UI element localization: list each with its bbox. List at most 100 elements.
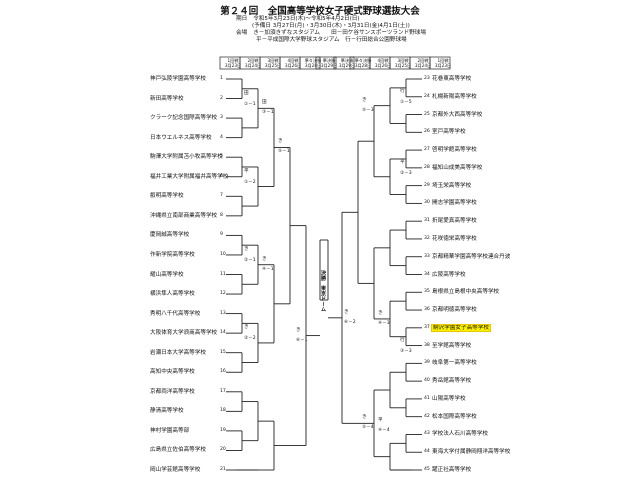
left-team-16: 高知中央高等学校 [150, 369, 195, 376]
left-team-21: 岡山学芸館高等学校 [150, 467, 201, 473]
left-seed-number: 18 [220, 408, 226, 414]
right-seed-number: 40 [424, 378, 430, 384]
left-team-14: 大阪体育大学浪商高等学校 [150, 330, 218, 337]
right-team-44: 東海大学付属静岡翔洋高等学校 [432, 449, 511, 456]
round-date: 3月23日 [224, 63, 242, 68]
right-team-45: 躍正社高等学校 [432, 467, 472, 473]
right-team-29: 埼玉栄高等学校 [432, 182, 472, 189]
round-name: 2回戦 [417, 58, 429, 63]
round-date: 3月24日 [414, 63, 432, 68]
left-team-12: 横浜隼人高等学校 [150, 291, 195, 298]
left-team-10: 作新学院高等学校 [150, 251, 195, 258]
round-name: 3回戦 [397, 58, 409, 63]
right-seed-number: 32 [424, 235, 430, 241]
match-label-l7: き [244, 325, 249, 331]
left-seed-number: 12 [220, 291, 226, 297]
venue-line-2: 平－平成国際大学野球スタジアム 行－行田総合公園野球場 [256, 37, 407, 43]
match-label-l4: ①－2 [244, 179, 256, 185]
match-label-r5: き [362, 97, 367, 103]
right-header-box-2 [369, 56, 391, 70]
period-label: 期日 [236, 16, 248, 22]
right-team-43: 学校法人石川高等学校 [432, 431, 488, 438]
round-name: 4回戦 [287, 58, 299, 63]
match-label-l12: ④－1 [262, 266, 274, 272]
left-team-15: 岩瀬日本大学高等学校 [150, 349, 206, 356]
venue-line-1: き－加須きずなスタジアム 田－田ケ谷サンスポーツランド野球場 [253, 30, 426, 36]
match-label-l5: き [244, 246, 249, 252]
right-team-25: 京都外大西高等学校 [432, 111, 483, 118]
round-date: 3月29日 [320, 63, 338, 68]
right-team-24: 札幌新陽高等学校 [432, 93, 477, 100]
left-team-1: 神戸弘陵学園高等学校 [150, 76, 206, 82]
right-team-36: 京都明徳高等学校 [432, 307, 477, 314]
match-label-r15: 平 [378, 417, 383, 423]
match-label-r11: き [378, 310, 383, 316]
round-name: 準々決勝 [354, 58, 372, 63]
match-label-l15: き [296, 327, 301, 333]
match-label-l16: ⑥－1 [296, 337, 308, 343]
right-team-37: 駒沢学園女子高等学校 [431, 323, 491, 333]
left-seed-number: 6 [220, 173, 223, 179]
left-team-20: 広島県立佐伯高等学校 [150, 447, 206, 454]
round-name: 1回戦 [227, 58, 239, 63]
page-title: 第２４回 全国高等学校女子硬式野球選抜大会 [220, 6, 420, 17]
left-seed-number: 13 [220, 310, 226, 316]
left-seed-number: 2 [220, 95, 223, 101]
round-name: 準決勝 [340, 58, 354, 63]
match-label-l1: 田 [244, 90, 249, 96]
match-label-r3: 平 [400, 159, 405, 165]
reserve-text: (予備日 3月27日(月)・3月30日(木)・3月31日(金)4月1日(土)) [252, 23, 410, 29]
left-seed-number: 14 [220, 330, 226, 336]
right-seed-number: 25 [424, 111, 430, 117]
left-team-9: 慶岡誠高等学校 [150, 232, 190, 239]
right-seed-number: 45 [424, 467, 430, 472]
left-team-2: 新田高等学校 [150, 95, 184, 102]
match-label-r16: ④－4 [378, 427, 390, 433]
match-label-l2: ①－1 [244, 101, 256, 107]
round-date: 3月28日 [304, 63, 322, 68]
right-team-35: 島根県立島根中央高等学校 [432, 289, 500, 296]
match-label-r4: ②－3 [400, 170, 412, 176]
left-seed-number: 9 [220, 232, 223, 238]
right-team-41: 山陽高等学校 [432, 395, 466, 402]
right-seed-number: 42 [424, 413, 430, 419]
left-team-5: 駒澤大学附属苫小牧高等学校 [150, 154, 223, 161]
right-team-28: 福知山成美高等学校 [432, 164, 483, 171]
round-name: 3回戦 [267, 58, 279, 63]
right-seed-number: 44 [424, 449, 430, 455]
right-team-23: 花巻東高等学校 [432, 76, 472, 82]
left-team-7: 叡明高等学校 [150, 193, 184, 200]
left-team-13: 秀明八千代高等学校 [150, 310, 201, 317]
round-date: 3月24日 [244, 63, 262, 68]
match-label-r8: ⑥－2 [344, 319, 356, 325]
left-header-box-0 [219, 56, 241, 70]
right-seed-number: 26 [424, 129, 430, 135]
round-name: 準々決勝 [304, 58, 322, 63]
left-seed-number: 16 [220, 369, 226, 375]
round-name: 準決勝 [322, 58, 336, 63]
right-seed-number: 38 [424, 342, 430, 348]
left-header-box-5 [315, 56, 337, 70]
match-label-l14: ⑤－1 [278, 149, 290, 155]
left-team-3: クラーク記念国際高等学校 [150, 115, 218, 122]
right-seed-number: 27 [424, 147, 430, 153]
left-team-11: 耀山高等学校 [150, 271, 184, 278]
match-label-l8: ②－2 [244, 336, 256, 342]
period-text: 令和5年3月23日(木)～令和5年4月2日(日) [253, 16, 360, 22]
right-seed-number: 24 [424, 93, 430, 99]
right-team-30: 開志学園高等学校 [432, 200, 477, 207]
right-team-40: 秀岳館高等学校 [432, 378, 472, 385]
match-label-l10: ③－1 [262, 110, 274, 116]
left-team-18: 静清高等学校 [150, 408, 184, 415]
right-team-27: 啓明学館高等学校 [432, 147, 477, 154]
right-seed-number: 43 [424, 431, 430, 437]
right-team-42: 松本国際高等学校 [432, 413, 477, 420]
match-label-r1: 行 [400, 88, 405, 94]
